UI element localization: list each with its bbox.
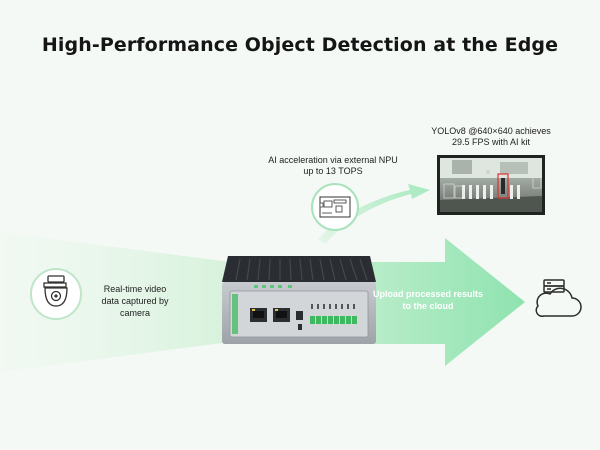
camera-caption: Real-time video data captured by camera xyxy=(101,284,169,318)
page-title: High-Performance Object Detection at the… xyxy=(41,34,559,56)
yolo-caption: YOLOv8 @640×640 achieves 29.5 FPS with A… xyxy=(431,126,551,147)
upload-arrow xyxy=(372,238,525,366)
input-beam xyxy=(0,232,230,372)
detection-box xyxy=(497,173,509,199)
upload-caption: Upload processed results to the cloud xyxy=(372,289,484,311)
npu-to-detection-arrow xyxy=(318,184,430,244)
npu-chip-icon xyxy=(311,183,359,231)
npu-caption: AI acceleration via external NPU up to 1… xyxy=(268,155,398,176)
edge-computer-device xyxy=(222,256,376,344)
cloud-server-icon xyxy=(535,279,582,318)
security-camera-icon xyxy=(30,268,82,320)
detection-image xyxy=(437,155,545,215)
